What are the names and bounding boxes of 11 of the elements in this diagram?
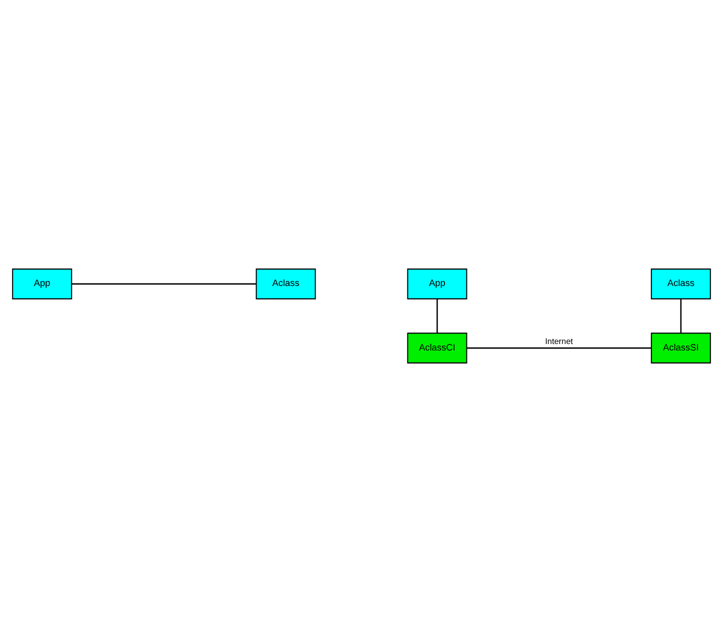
edge-label: Internet <box>545 336 573 346</box>
node-box: AclassCI <box>407 332 468 364</box>
node-box: Aclass <box>650 268 711 300</box>
node-box: AclassSI <box>650 332 711 364</box>
connector <box>466 347 652 349</box>
connector <box>436 298 438 334</box>
node-box: App <box>12 268 72 300</box>
node-box: Aclass <box>256 268 316 300</box>
connector <box>72 283 256 285</box>
connector <box>680 298 682 334</box>
node-box: App <box>407 268 468 300</box>
